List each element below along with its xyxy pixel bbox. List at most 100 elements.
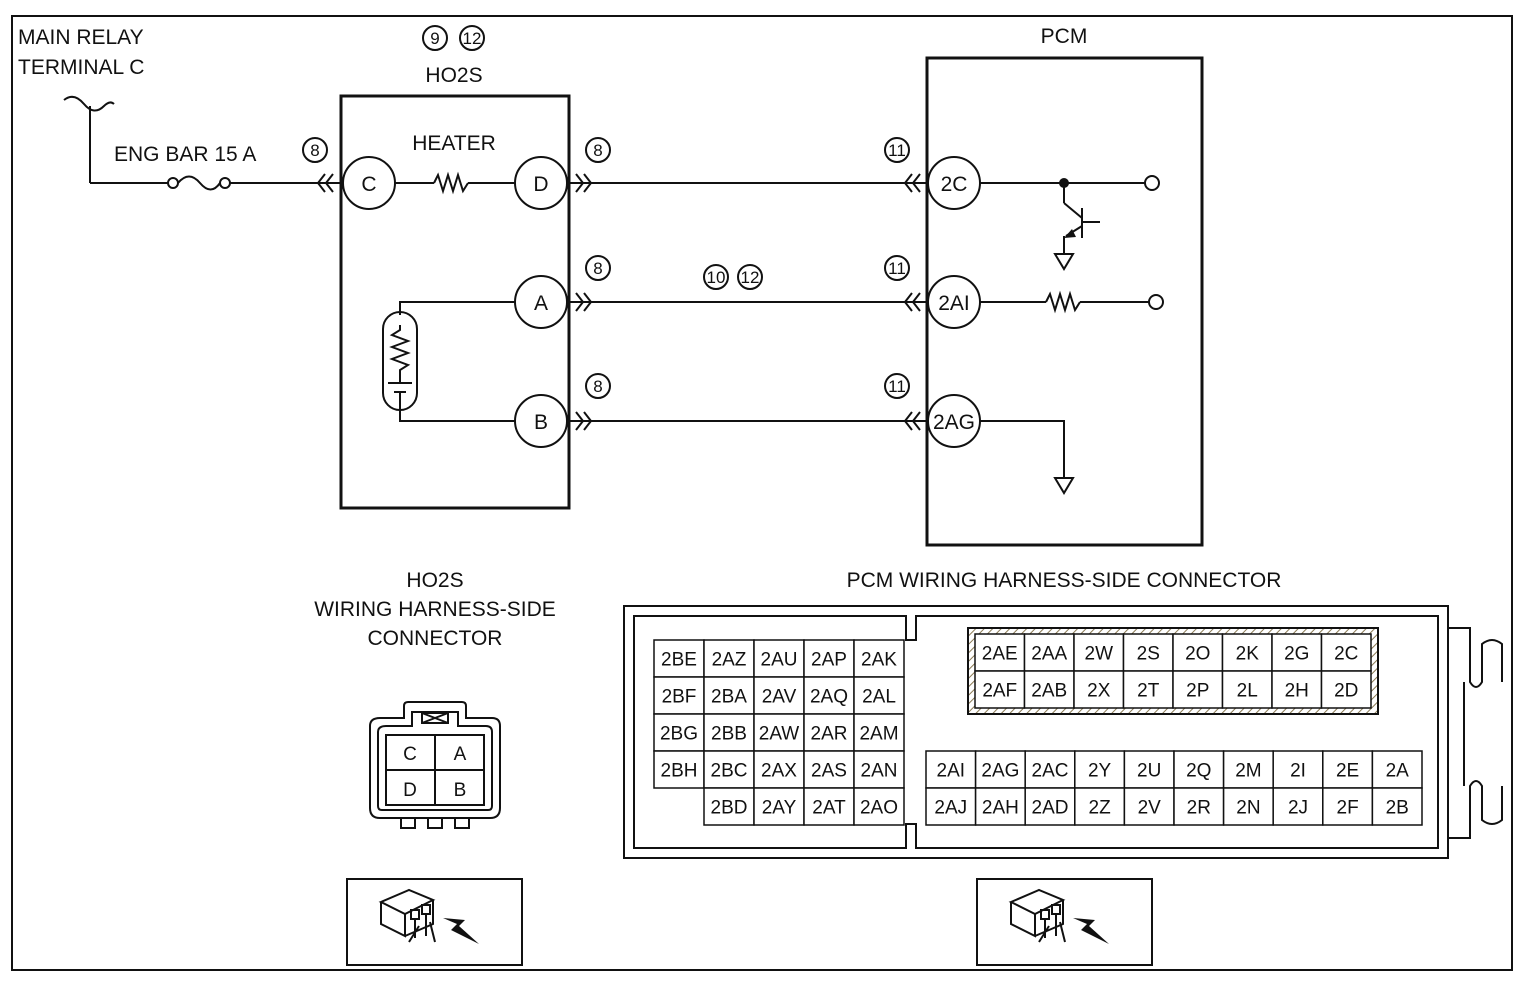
ho2s-conn-title-1: HO2S (406, 569, 463, 592)
pcm-conn-cell (974, 670, 1026, 709)
relay-terminal-symbol (63, 95, 115, 112)
pcm-conn-cell (803, 750, 855, 789)
a-ref: 8 (593, 259, 602, 278)
pcm-conn-cell-label: 2BC (711, 761, 748, 782)
pcm-2c-ref-circle (884, 137, 910, 163)
b-ref: 8 (593, 377, 602, 396)
fuse-ref: 8 (310, 141, 319, 160)
pcm-conn-cell-label: 2AZ (712, 650, 747, 671)
pcm-conn-cell-label: 2BH (661, 761, 698, 782)
pcm-conn-cell-label: 2BB (711, 724, 747, 745)
ho2s-title: HO2S (425, 64, 482, 87)
b-ref-circle (585, 373, 611, 399)
pcm-conn-cell-label: 2M (1235, 761, 1261, 782)
fuse-element (177, 175, 221, 191)
pcm-conn-cell (1172, 633, 1224, 672)
pcm-conn-cell-label: 2AQ (810, 687, 848, 708)
main-relay-terminal-label: TERMINAL C (18, 56, 144, 79)
pcm-conn-cell (853, 713, 905, 752)
pcm-conn-cell (925, 750, 977, 789)
pcm-2ai-output-terminal (1148, 294, 1164, 310)
pcm-conn-cell (1024, 750, 1076, 789)
pcm-conn-cell-label: 2S (1137, 644, 1160, 665)
pcm-conn-cell-label: 2K (1236, 644, 1260, 665)
pcm-conn-cell-label: 2I (1290, 761, 1306, 782)
mid-ref-a: 10 (707, 268, 726, 287)
pcm-conn-cell-label: 2V (1138, 798, 1162, 819)
pcm-conn-cell (974, 787, 1026, 826)
ho2s-conn-cell: B (454, 780, 467, 801)
a-ref-circle (585, 255, 611, 281)
ho2s-pin-a-label: A (534, 292, 548, 315)
pcm-conn-cell (753, 713, 805, 752)
pcm-conn-cell-label: 2BD (711, 798, 748, 819)
pcm-conn-cell (1222, 787, 1274, 826)
pcm-conn-cell-label: 2E (1336, 761, 1359, 782)
pcm-conn-cell (1023, 670, 1075, 709)
pcm-conn-cell-label: 2J (1288, 798, 1308, 819)
pcm-conn-cell (853, 787, 905, 826)
pcm-2ag-ref: 11 (888, 377, 906, 396)
pcm-conn-cell-label: 2AT (812, 798, 846, 819)
pcm-conn-cell (1320, 633, 1372, 672)
pcm-conn-cell-label: 2C (1334, 644, 1358, 665)
pcm-conn-cell-label: 2AC (1032, 761, 1069, 782)
pcm-conn-cell (753, 787, 805, 826)
pcm-conn-cell-label: 2AU (761, 650, 798, 671)
ho2s-conn-cell: D (403, 780, 417, 801)
ho2s-view-direction-icon (346, 878, 523, 966)
pcm-conn-cell (1073, 670, 1125, 709)
d-ref: 8 (593, 141, 602, 160)
pcm-conn-cell-label: 2H (1285, 681, 1309, 702)
pcm-conn-cell-label: 2AV (762, 687, 797, 708)
pcm-conn-cell-label: 2AI (937, 761, 966, 782)
pcm-conn-cell-label: 2AL (862, 687, 896, 708)
ho2s-conn-title-3: CONNECTOR (368, 627, 503, 650)
fuse-ref-circle (302, 137, 328, 163)
pcm-pin-2ag-label: 2AG (933, 411, 975, 434)
ho2s-ref-circle-a (422, 25, 448, 51)
pcm-conn-cell (1272, 787, 1324, 826)
fuse-terminal-right (219, 177, 231, 189)
fuse-label: ENG BAR 15 A (114, 143, 256, 166)
pcm-conn-cell-label: 2O (1185, 644, 1210, 665)
ho2s-ref-circle-b (459, 25, 485, 51)
pcm-conn-cell-label: 2AB (1031, 681, 1067, 702)
pcm-conn-cell-label: 2W (1085, 644, 1114, 665)
pcm-conn-cell-label: 2A (1386, 761, 1410, 782)
pcm-conn-cell (1222, 750, 1274, 789)
connector-arrow-2ag (903, 411, 921, 431)
pcm-conn-cell (1123, 787, 1175, 826)
pcm-conn-cell-label: 2AN (861, 761, 898, 782)
pcm-conn-cell (803, 676, 855, 715)
transistor-collector (1063, 202, 1083, 219)
mid-ref-circle-b (737, 264, 763, 290)
pcm-conn-cell-label: 2F (1337, 798, 1359, 819)
heater-label: HEATER (412, 132, 496, 155)
main-relay-label: MAIN RELAY (18, 26, 144, 49)
pcm-conn-cell-label: 2AX (761, 761, 797, 782)
pcm-conn-cell (1371, 787, 1423, 826)
pcm-conn-cell-label: 2AF (982, 681, 1017, 702)
sensor-wire-b (399, 408, 515, 422)
pcm-2ag-internal-wire (980, 420, 1065, 478)
pcm-conn-cell (1320, 670, 1372, 709)
pcm-2ai-ref-circle (884, 255, 910, 281)
pcm-conn-cell-label: 2BA (711, 687, 747, 708)
pcm-conn-cell-label: 2BE (661, 650, 697, 671)
pcm-conn-cell-label: 2Y (1088, 761, 1112, 782)
pcm-conn-cell-label: 2AY (762, 798, 797, 819)
pcm-conn-cell-label: 2B (1386, 798, 1409, 819)
pcm-conn-cell-label: 2T (1137, 681, 1160, 702)
sensor-resistor (389, 325, 411, 382)
ho2s-conn-cell: C (403, 744, 417, 765)
pcm-conn-cell (803, 787, 855, 826)
pcm-conn-cell-label: 2AR (811, 724, 848, 745)
pcm-conn-cell-label: 2AS (811, 761, 847, 782)
pcm-conn-cell-label: 2AP (811, 650, 847, 671)
pcm-conn-cell-label: 2BF (662, 687, 697, 708)
